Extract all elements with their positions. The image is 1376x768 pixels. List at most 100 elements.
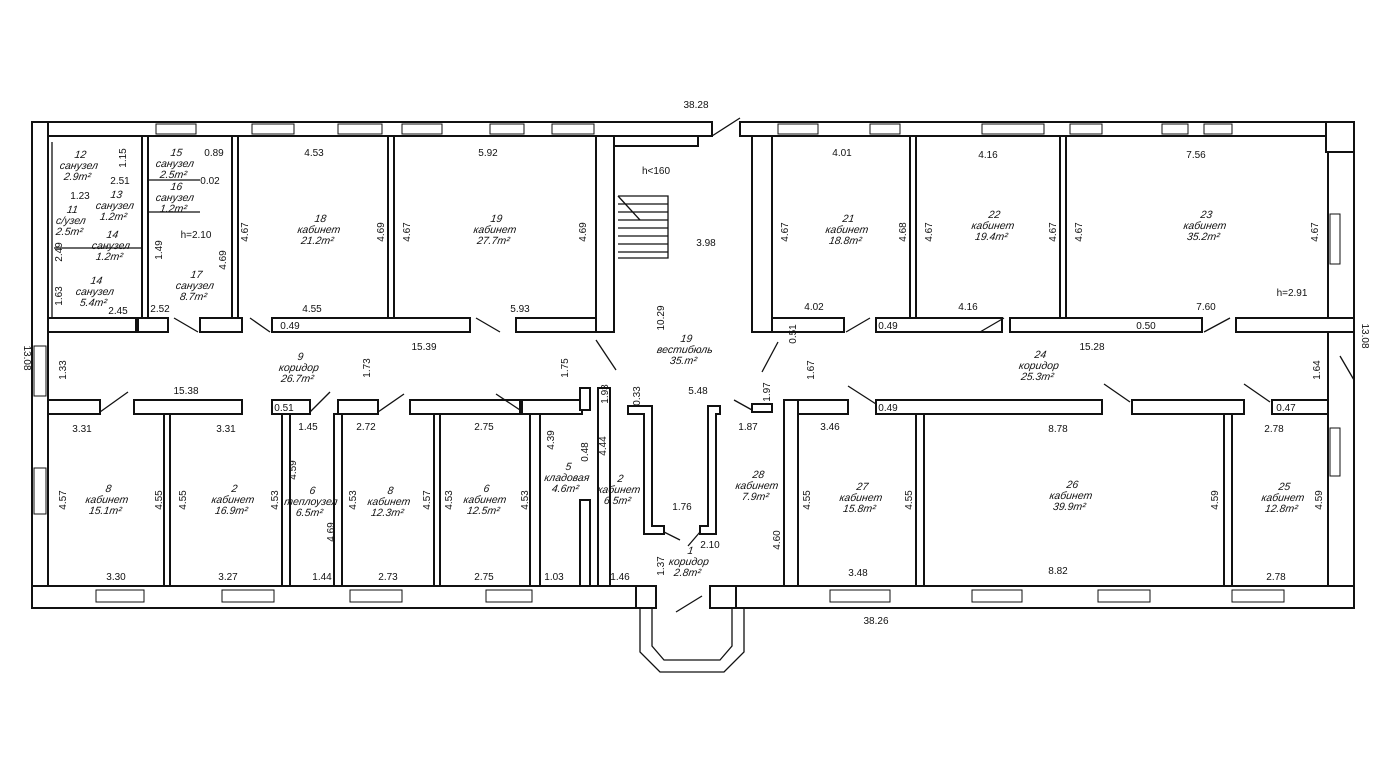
dimension-label: 4.67 xyxy=(402,222,413,242)
dimension-label: 1.97 xyxy=(762,382,773,402)
dimension-label: 3.46 xyxy=(820,422,840,433)
dimension-label: 4.67 xyxy=(1310,222,1321,242)
dimension-label: 7.56 xyxy=(1186,150,1206,161)
dimension-label: 0.50 xyxy=(1136,321,1156,332)
room-r17: 17санузел8.7m² xyxy=(173,269,216,303)
dimension-label: 1.73 xyxy=(362,358,373,378)
dimension-label: h=2.91 xyxy=(1277,288,1308,299)
dimension-label: 4.55 xyxy=(302,304,322,315)
dimension-label: 1.63 xyxy=(54,286,65,306)
room-r14a: 14санузел1.2m² xyxy=(89,229,132,263)
room-r9: 9коридор26.7m² xyxy=(277,351,322,385)
dimension-label: 4.57 xyxy=(422,490,433,510)
dimension-label: 10.29 xyxy=(656,305,667,330)
dimension-label: 0.51 xyxy=(788,324,799,344)
dimension-label: 0.49 xyxy=(878,321,898,332)
room-r23: 23кабинет35.2m² xyxy=(1181,209,1229,243)
room-r6b: 6кабинет12.5m² xyxy=(461,483,509,517)
dimension-label: 4.53 xyxy=(444,490,455,510)
dimension-label: 0.51 xyxy=(274,403,294,414)
room-r19hall: 19вестибюль35.m² xyxy=(655,333,716,367)
dimension-label: 4.55 xyxy=(904,490,915,510)
dimension-label: 2.10 xyxy=(700,540,720,551)
dimension-label: 2.75 xyxy=(474,572,494,583)
left-height: 13.08 xyxy=(21,345,32,370)
dimension-label: 1.45 xyxy=(298,422,318,433)
dimension-label: 4.55 xyxy=(802,490,813,510)
dimension-label: 4.39 xyxy=(546,430,557,450)
dimension-label: 2.78 xyxy=(1266,572,1286,583)
dimension-label: 15.28 xyxy=(1079,342,1104,353)
dimension-label: 4.16 xyxy=(978,150,998,161)
dimension-label: 1.46 xyxy=(610,572,630,583)
dimension-label: 0.49 xyxy=(878,403,898,414)
dimension-label: 8.82 xyxy=(1048,566,1068,577)
room-r22: 22кабинет19.4m² xyxy=(969,209,1017,243)
room-r14b: 14санузел5.4m² xyxy=(73,275,116,309)
dimension-label: 4.67 xyxy=(1074,222,1085,242)
dimension-label: 7.60 xyxy=(1196,302,1216,313)
dimension-label: 2.75 xyxy=(474,422,494,433)
dimension-label: 1.33 xyxy=(58,360,69,380)
dimension-label: 3.31 xyxy=(72,424,92,435)
dimension-label: 4.60 xyxy=(772,530,783,550)
dimension-label: 0.48 xyxy=(580,442,591,462)
dimension-label: 1.15 xyxy=(118,148,129,168)
windows xyxy=(33,123,1341,603)
dimension-label: h=2.10 xyxy=(181,230,212,241)
dimension-label: 4.01 xyxy=(832,148,852,159)
dimension-label: 4.55 xyxy=(178,490,189,510)
room-r2a: 2кабинет16.9m² xyxy=(209,483,257,517)
dimension-label: 4.69 xyxy=(376,222,387,242)
room-r2b: 2кабинет6.5m² xyxy=(595,473,643,507)
dimension-label: 4.59 xyxy=(288,460,299,480)
dimension-label: 0.49 xyxy=(280,321,300,332)
room-r5: 5кладовая4.6m² xyxy=(542,461,592,495)
dimension-label: 4.02 xyxy=(804,302,824,313)
room-r1: 1коридор2.8m² xyxy=(667,545,712,579)
dimension-label: 2.45 xyxy=(108,306,128,317)
dimension-label: h<160 xyxy=(642,166,671,177)
dimension-label: 5.93 xyxy=(510,304,530,315)
dimension-label: 1.44 xyxy=(312,572,332,583)
room-r24: 24коридор25.3m² xyxy=(1017,349,1062,383)
room-r26: 26кабинет39.9m² xyxy=(1047,479,1095,513)
room-r6a: 6теплоузел6.5m² xyxy=(282,485,340,519)
dimension-label: 0.47 xyxy=(1276,403,1296,414)
dimension-label: 3.31 xyxy=(216,424,236,435)
room-r28: 28кабинет7.9m² xyxy=(733,469,781,503)
room-r11: 11с/узел2.5m² xyxy=(54,204,88,238)
room-r8a: 8кабинет15.1m² xyxy=(83,483,131,517)
dimension-label: 15.38 xyxy=(173,386,198,397)
room-r13: 13санузел1.2m² xyxy=(93,189,136,223)
dimension-label: 4.16 xyxy=(958,302,978,313)
room-labels: 12санузел2.9m² 13санузел1.2m² 11с/узел2.… xyxy=(54,147,1305,579)
dimension-label: 5.92 xyxy=(478,148,498,159)
dimension-label: 4.69 xyxy=(578,222,589,242)
dimension-label: 2.51 xyxy=(110,176,130,187)
dimension-label: 4.67 xyxy=(1048,222,1059,242)
room-r19a: 19кабинет27.7m² xyxy=(471,213,519,247)
dimension-label: 3.48 xyxy=(848,568,868,579)
dimension-label: 4.53 xyxy=(270,490,281,510)
room-r12: 12санузел2.9m² xyxy=(57,149,100,183)
dimension-label: 0.89 xyxy=(204,148,224,159)
dimension-label: 5.48 xyxy=(688,386,708,397)
dimension-label: 4.69 xyxy=(326,522,337,542)
dimension-label: 2.73 xyxy=(378,572,398,583)
dimension-label: 4.59 xyxy=(1210,490,1221,510)
dimension-labels: 0.89 0.02 1.15 2.51 1.23 2.49 1.63 1.49 … xyxy=(54,148,1325,583)
bottom-length: 38.26 xyxy=(863,616,888,627)
dimension-label: 4.44 xyxy=(598,436,609,456)
dimension-label: 1.64 xyxy=(1312,360,1323,380)
dimension-label: 4.67 xyxy=(924,222,935,242)
dimension-label: 4.69 xyxy=(218,250,229,270)
dimension-label: 3.27 xyxy=(218,572,238,583)
right-height: 13.08 xyxy=(1359,323,1370,348)
dimension-label: 15.39 xyxy=(411,342,436,353)
dimension-label: 4.57 xyxy=(58,490,69,510)
dimension-label: 1.49 xyxy=(154,240,165,260)
room-r8b: 8кабинет12.3m² xyxy=(365,485,413,519)
dimension-label: 1.67 xyxy=(806,360,817,380)
